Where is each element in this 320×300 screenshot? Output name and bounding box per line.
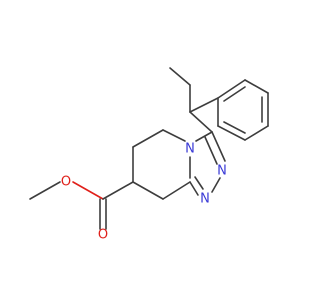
bond-n2-n1 <box>211 177 221 193</box>
bond-o-carbonyl-carbon <box>72 181 104 200</box>
bond-ch2-ch3 <box>169 67 191 86</box>
bond-ph-inner-3 <box>223 121 246 134</box>
bond-ch-phenyl <box>189 97 219 113</box>
atom-label-o-carbonyl: O <box>98 228 108 243</box>
bond-ph-1-2 <box>217 79 246 99</box>
bond-c8a-c8 <box>162 181 191 200</box>
bond-c3-n2-a <box>211 131 226 162</box>
bond-ph-inner-1 <box>223 86 246 102</box>
bond-c3-ch <box>189 111 213 133</box>
bond-c8-c7 <box>132 181 164 200</box>
bond-methyl-o <box>29 181 61 200</box>
bond-n1-c8a-b <box>194 176 204 190</box>
bond-c5-n4 <box>162 129 186 142</box>
atom-label-n1: N <box>200 192 210 207</box>
bond-c3-n2-b <box>204 136 218 165</box>
bond-n1-c8a-a <box>189 181 199 196</box>
atom-label-n2: N <box>217 164 227 179</box>
atom-label-n4: N <box>185 142 195 157</box>
bond-ph-2-3 <box>244 79 269 94</box>
molecule-structure: O O N N N <box>29 67 269 243</box>
atom-label-o-ester: O <box>61 175 71 190</box>
bond-ph-5-6 <box>217 125 246 141</box>
bond-n4-c3 <box>195 131 213 142</box>
bond-c6-c5 <box>132 129 164 148</box>
bond-carbonyl-c7 <box>102 181 134 200</box>
bond-ph-4-5 <box>244 125 269 141</box>
